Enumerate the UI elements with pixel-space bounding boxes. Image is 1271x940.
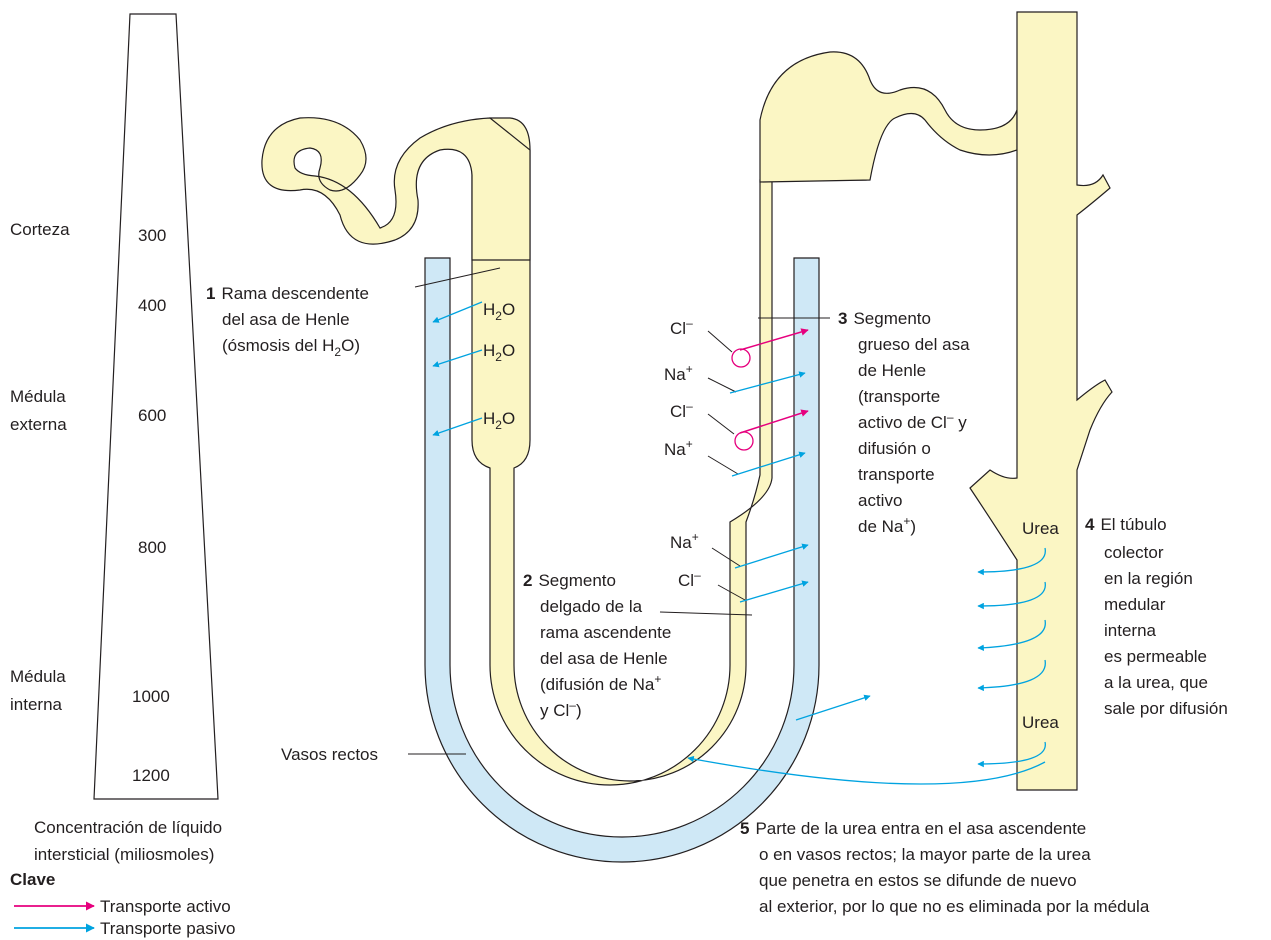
label-2-line-2: delgado de la — [540, 597, 643, 616]
ion-cl-1: Cl– — [670, 316, 808, 367]
zone-medula-interna-1: Médula — [10, 667, 66, 686]
svg-text:Cl–: Cl– — [670, 316, 693, 338]
label-4-line-8: sale por difusión — [1104, 699, 1228, 718]
label-2-line-5: (difusión de Na+ — [540, 672, 661, 694]
svg-text:Na+: Na+ — [664, 437, 693, 459]
zone-medula-interna-2: interna — [10, 695, 63, 714]
scale-value: 800 — [138, 538, 166, 557]
key-title: Clave — [10, 870, 55, 889]
ion-na-2: Na+ — [664, 437, 805, 476]
key-passive-label: Transporte pasivo — [100, 919, 235, 938]
active-transport-pump — [732, 349, 750, 367]
label-5-line-2: o en vasos rectos; la mayor parte de la … — [759, 845, 1091, 864]
zone-corteza: Corteza — [10, 220, 70, 239]
label-3-line-3: de Henle — [858, 361, 926, 380]
label-4-line-5: interna — [1104, 621, 1157, 640]
distal-tubule — [760, 52, 1017, 182]
label-3-line-6: difusión o — [858, 439, 931, 458]
scale-value: 600 — [138, 406, 166, 425]
vasos-rectos-label: Vasos rectos — [281, 745, 378, 764]
svg-text:Na+: Na+ — [670, 530, 699, 552]
ion-na-1: Na+ — [664, 362, 805, 393]
label-2-line-4: del asa de Henle — [540, 649, 668, 668]
label-3-line-2: grueso del asa — [858, 335, 970, 354]
scale-caption-1: Concentración de líquido — [34, 818, 222, 837]
proximal-tubule — [262, 118, 530, 260]
label-5-line-3: que penetra en estos se difunde de nuevo — [759, 871, 1077, 890]
svg-text:Na+: Na+ — [664, 362, 693, 384]
label-3-line-9: de Na+) — [858, 514, 916, 536]
scale-value: 1200 — [132, 766, 170, 785]
label-5-line-4: al exterior, por lo que no es eliminada … — [759, 897, 1150, 916]
passive-arrow — [688, 758, 1045, 784]
label-2-line-6: y Cl–) — [540, 698, 582, 720]
label-1-line-2: del asa de Henle — [222, 310, 350, 329]
zone-medula-externa-2: externa — [10, 415, 67, 434]
label-4-line-4: medular — [1104, 595, 1166, 614]
label-4-line-3: en la región — [1104, 569, 1193, 588]
scale-value: 1000 — [132, 687, 170, 706]
label-3-line-5: activo de Cl– y — [858, 410, 967, 432]
label-3-line-7: transporte — [858, 465, 935, 484]
scale-caption-2: intersticial (miliosmoles) — [34, 845, 214, 864]
svg-text:Cl–: Cl– — [670, 399, 693, 421]
label-2-line-3: rama ascendente — [540, 623, 671, 642]
label-4-line-7: a la urea, que — [1104, 673, 1208, 692]
key-active-label: Transporte activo — [100, 897, 231, 916]
label-3-line-8: activo — [858, 491, 902, 510]
urea-label-2: Urea — [1022, 713, 1059, 732]
label-4-line-2: colector — [1104, 543, 1164, 562]
zone-medula-externa-1: Médula — [10, 387, 66, 406]
label-1-line-3: (ósmosis del H2O) — [222, 336, 360, 359]
label-4-line-6: es permeable — [1104, 647, 1207, 666]
active-transport-pump — [735, 432, 753, 450]
label-3-line-4: (transporte — [858, 387, 940, 406]
svg-text:Cl–: Cl– — [678, 568, 701, 590]
scale-value: 300 — [138, 226, 166, 245]
scale-value: 400 — [138, 296, 166, 315]
urea-label-1: Urea — [1022, 519, 1059, 538]
